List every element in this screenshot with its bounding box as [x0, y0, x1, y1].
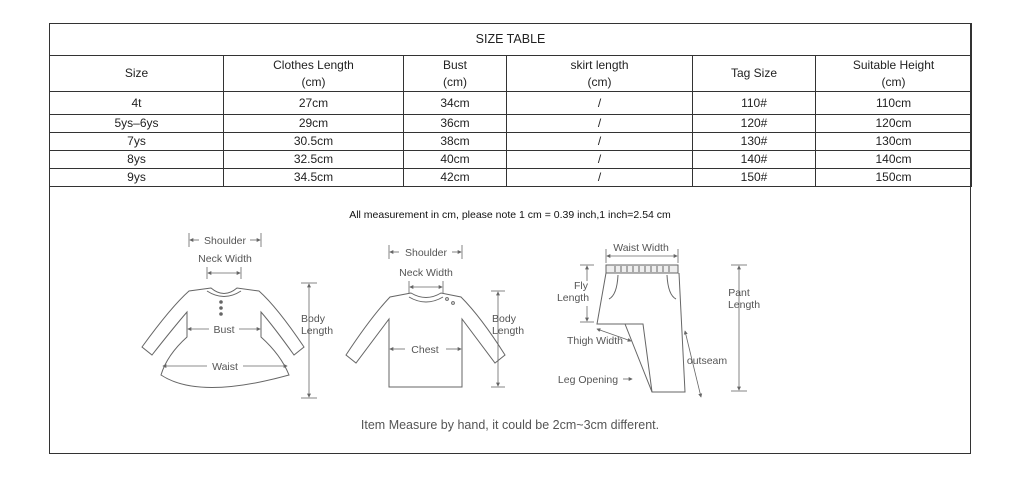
garment-illustrations: Shoulder Neck Width Bust Waist Body Leng… — [141, 233, 760, 399]
dress-body-label: Body — [301, 313, 326, 325]
pants-length-label: Length — [728, 299, 760, 311]
pants-waist-measure — [605, 249, 679, 263]
header-clothes-length: Clothes Length(cm) — [223, 55, 404, 92]
table-cell: / — [506, 132, 693, 151]
top-shoulder-measure — [388, 245, 463, 259]
pants-pant-label: Pant — [728, 287, 750, 299]
table-cell: 7ys — [49, 132, 224, 151]
top-chest-label: Chest — [411, 344, 439, 356]
table-cell: 120cm — [814, 114, 973, 133]
table-cell: 36cm — [403, 114, 507, 133]
table-title: SIZE TABLE — [48, 23, 973, 56]
pants-leg-opening-label: Leg Opening — [558, 374, 618, 386]
top-shoulder-label: Shoulder — [405, 247, 448, 259]
table-cell: 9ys — [49, 168, 224, 187]
table-cell: 110# — [692, 91, 816, 115]
table-cell: 120# — [692, 114, 816, 133]
header-tag-size: Tag Size — [692, 55, 816, 92]
table-cell: 130cm — [814, 132, 973, 151]
table-header-row: Size Clothes Length(cm) Bust(cm) skirt l… — [49, 55, 973, 92]
pants-thigh-measure — [596, 328, 632, 342]
measurement-diagram: All measurement in cm, please note 1 cm … — [49, 187, 971, 454]
measure-disclaimer: Item Measure by hand, it could be 2cm~3c… — [360, 418, 660, 432]
header-size: Size — [49, 55, 224, 92]
table-row: 7ys 30.5cm 38cm / 130# 130cm — [49, 132, 973, 151]
dress-length-label: Length — [301, 325, 333, 337]
top-neck-measure — [408, 281, 444, 293]
table-cell: / — [506, 114, 693, 133]
pants-illustration — [596, 264, 686, 393]
table-cell: 40cm — [403, 150, 507, 169]
table-cell: 34cm — [403, 91, 507, 115]
table-cell: 130# — [692, 132, 816, 151]
table-cell: 32.5cm — [223, 150, 404, 169]
pants-fly-length-measure — [580, 264, 594, 323]
table-row: 8ys 32.5cm 40cm / 140# 140cm — [49, 150, 973, 169]
pants-length-measure — [731, 264, 747, 392]
dress-neck-measure — [206, 267, 242, 279]
size-table: SIZE TABLE Size Clothes Length(cm) Bust(… — [48, 23, 973, 187]
measurement-note: All measurement in cm, please note 1 cm … — [349, 209, 671, 221]
top-neck-width-label: Neck Width — [399, 267, 453, 279]
table-cell: 150# — [692, 168, 816, 187]
pants-fly-label: Fly — [574, 280, 589, 292]
pants-outseam-measure — [683, 330, 703, 398]
top-illustration — [345, 292, 506, 388]
table-cell: / — [506, 168, 693, 187]
dress-shoulder-label: Shoulder — [204, 235, 247, 247]
table-cell: 8ys — [49, 150, 224, 169]
dress-bust-label: Bust — [213, 324, 234, 336]
table-cell: 110cm — [814, 91, 973, 115]
dress-body-length-measure — [301, 282, 317, 399]
dress-waist-label: Waist — [212, 361, 238, 373]
table-cell: 34.5cm — [223, 168, 404, 187]
pants-fly-length-label: Length — [557, 292, 589, 304]
table-cell: 5ys–6ys — [49, 114, 224, 133]
table-cell: 4t — [49, 91, 224, 115]
table-cell: 38cm — [403, 132, 507, 151]
table-cell: 150cm — [814, 168, 973, 187]
table-cell: 140# — [692, 150, 816, 169]
table-cell: 42cm — [403, 168, 507, 187]
table-cell: 30.5cm — [223, 132, 404, 151]
table-row: 4t 27cm 34cm / 110# 110cm — [49, 91, 973, 115]
dress-illustration — [141, 287, 305, 388]
table-cell: 29cm — [223, 114, 404, 133]
top-body-label: Body — [492, 313, 517, 325]
dress-shoulder-measure — [188, 233, 262, 247]
pants-thigh-width-label: Thigh Width — [567, 335, 623, 347]
dress-neck-width-label: Neck Width — [198, 253, 252, 265]
header-skirt-length: skirt length(cm) — [506, 55, 693, 92]
pants-waist-width-label: Waist Width — [613, 242, 669, 254]
header-suitable-height: Suitable Height(cm) — [814, 55, 973, 92]
table-row: 5ys–6ys 29cm 36cm / 120# 120cm — [49, 114, 973, 133]
table-cell: / — [506, 150, 693, 169]
table-cell: 140cm — [814, 150, 973, 169]
table-row: 9ys 34.5cm 42cm / 150# 150cm — [49, 168, 973, 187]
top-body-length-measure — [491, 290, 505, 388]
top-length-label: Length — [492, 325, 524, 337]
table-cell: 27cm — [223, 91, 404, 115]
table-title-row: SIZE TABLE — [48, 23, 973, 56]
table-cell: / — [506, 91, 693, 115]
header-bust: Bust(cm) — [403, 55, 507, 92]
